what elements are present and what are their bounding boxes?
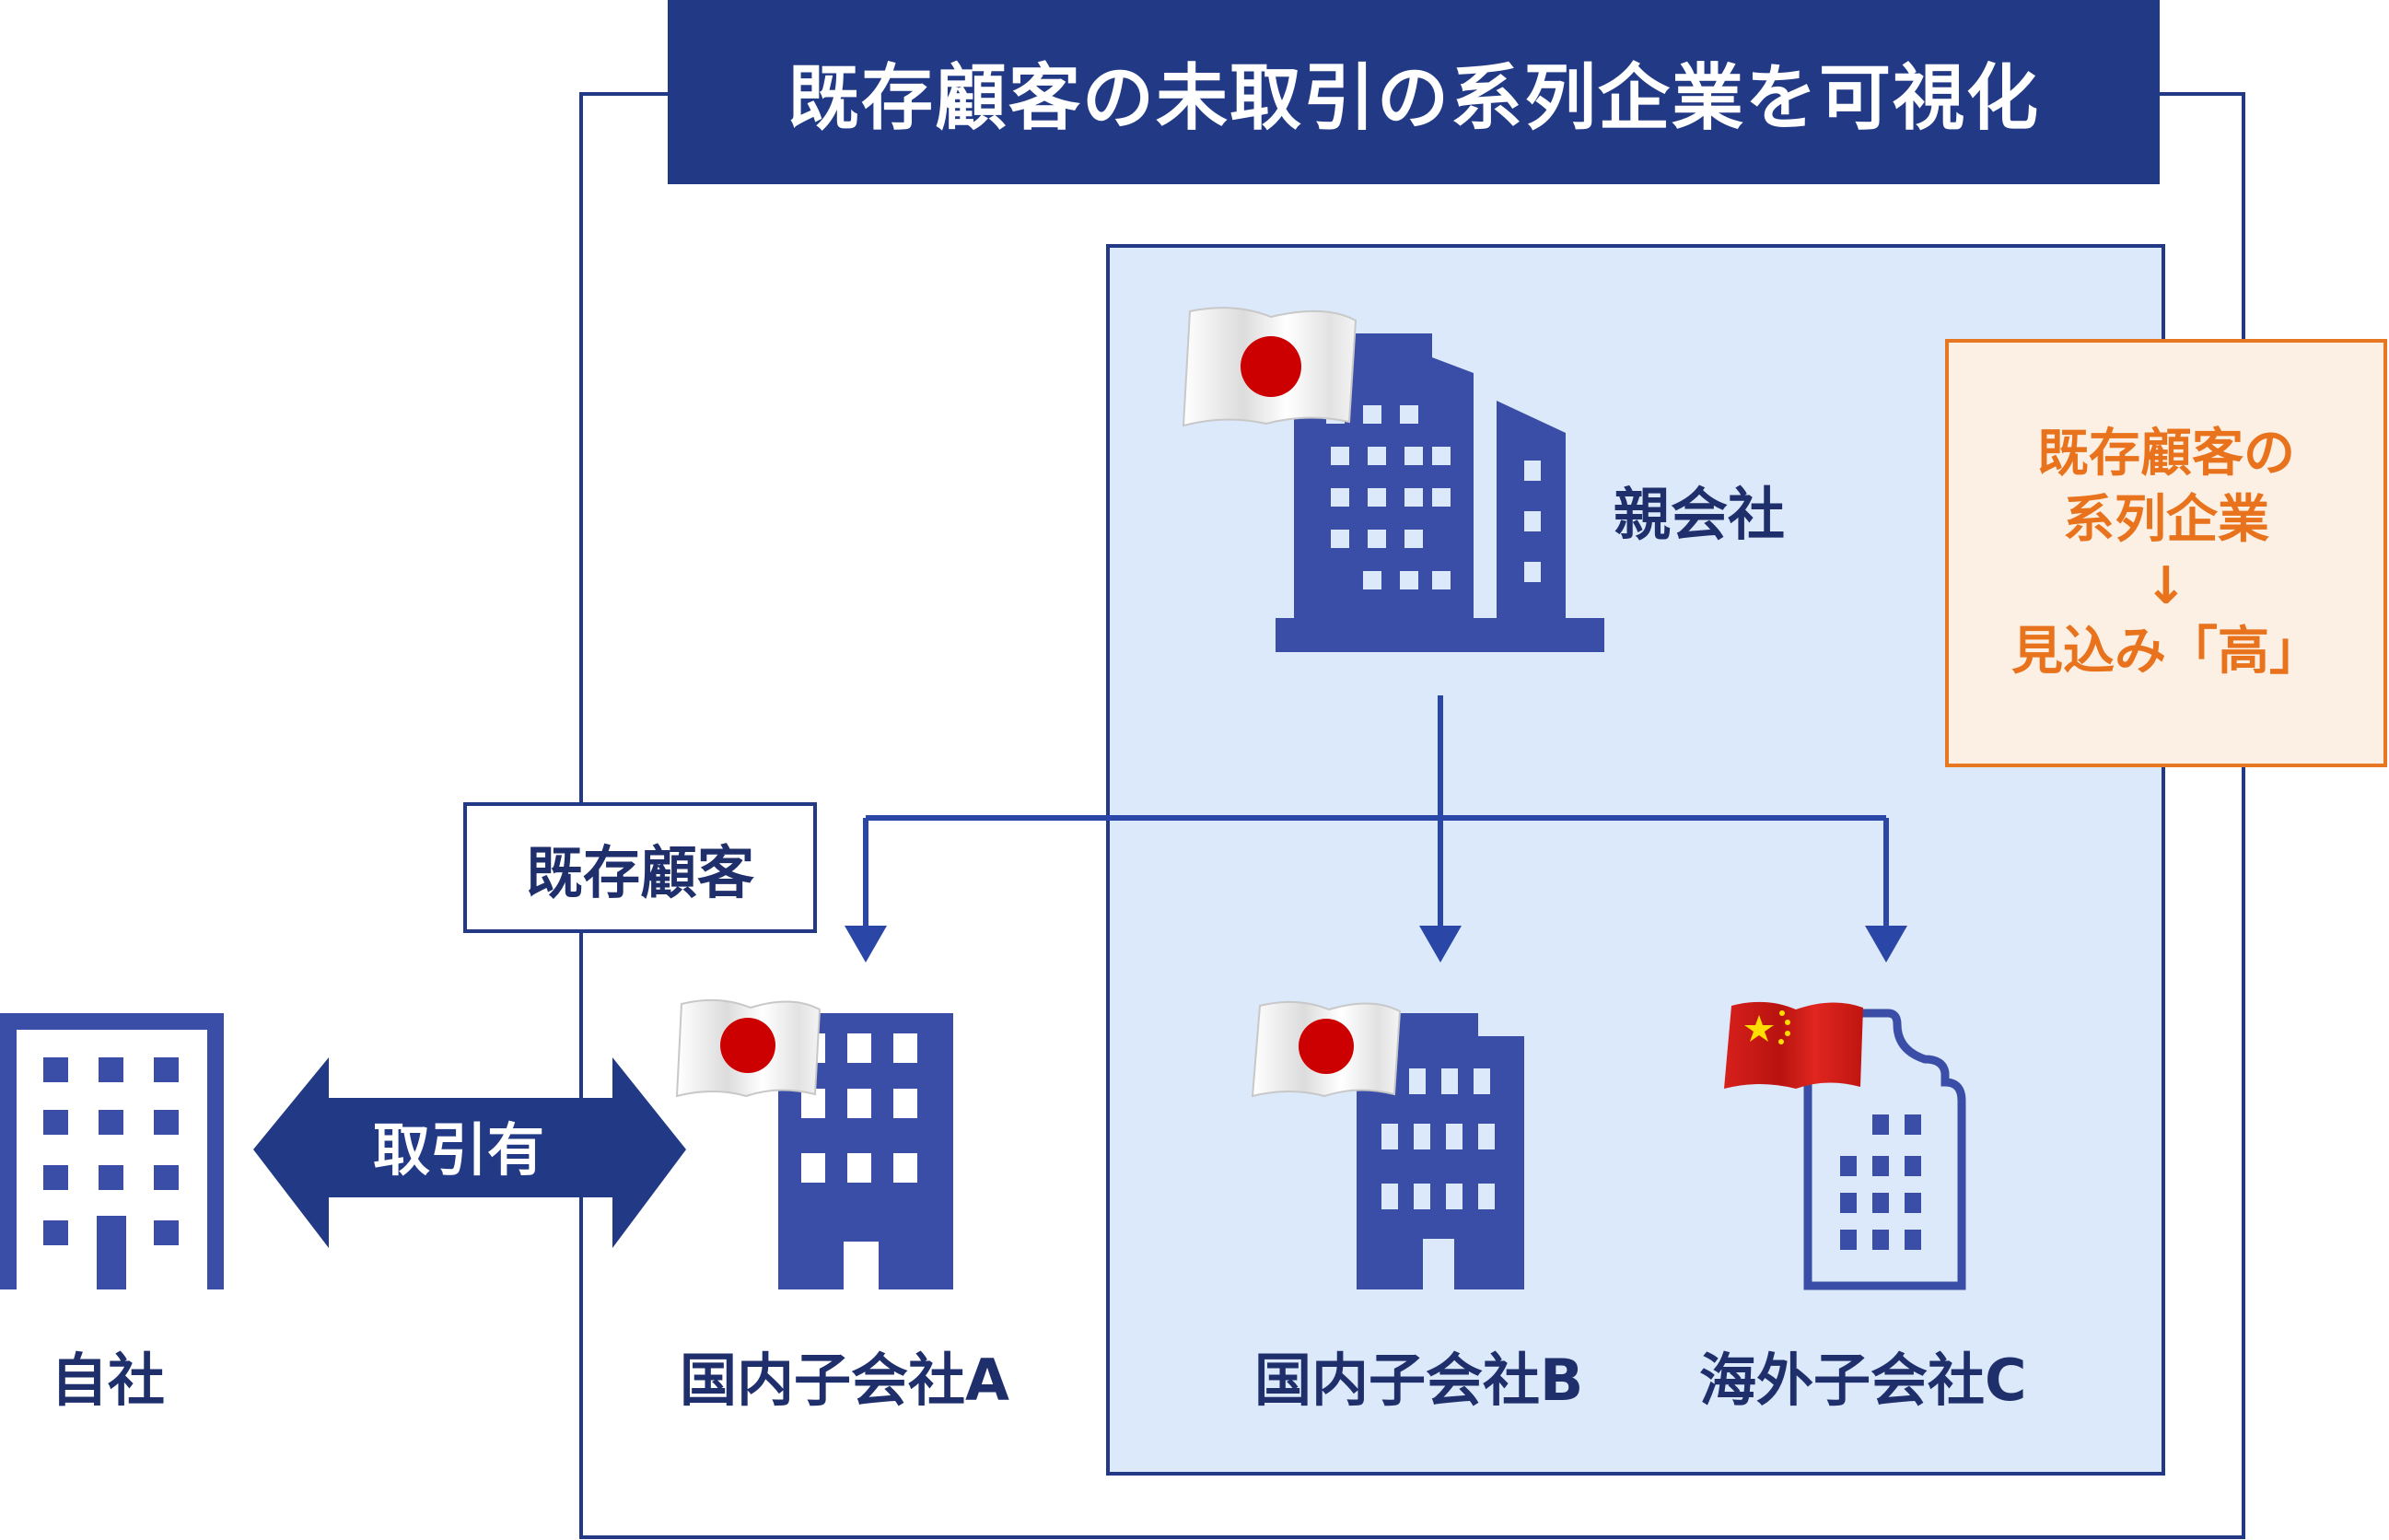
callout-arrow: ↓ <box>2144 555 2188 616</box>
transaction-label: 取引有 <box>373 1116 545 1184</box>
callout-line-2: 系列企業 <box>2063 489 2269 550</box>
subsidiary-c-building-outline-icon <box>1803 1009 1966 1290</box>
subsidiary-c-label: 海外子会社C <box>1699 1347 2027 1414</box>
japan-flag-icon <box>1182 307 1358 427</box>
prospect-callout: 既存顧客の 系列企業 ↓ 見込み「高」 <box>1945 339 2387 767</box>
subsidiary-b-building-icon <box>1357 1013 1524 1289</box>
china-flag-icon <box>1724 1001 1863 1089</box>
parent-company-label: 親会社 <box>1614 481 1786 548</box>
subsidiary-b-label: 国内子会社B <box>1254 1347 1584 1414</box>
org-connectors <box>863 695 1889 930</box>
own-company-building-icon <box>0 1013 224 1289</box>
existing-customer-label: 既存顧客 <box>525 839 754 906</box>
subsidiary-a-label: 国内子会社A <box>680 1347 1009 1414</box>
japan-flag-icon <box>675 998 822 1098</box>
page-title: 既存顧客の未取引の系列企業を可視化 <box>787 57 2040 140</box>
own-company-label: 自社 <box>51 1347 166 1414</box>
japan-flag-icon <box>1251 1000 1402 1098</box>
title-banner: 既存顧客の未取引の系列企業を可視化 <box>668 0 2160 184</box>
arrowheads <box>845 926 1907 962</box>
existing-customer-tag: 既存顧客 <box>463 802 817 933</box>
callout-line-1: 既存顧客の <box>2037 424 2295 484</box>
transaction-double-arrow <box>253 1057 686 1248</box>
callout-line-3: 見込み「高」 <box>2011 622 2321 682</box>
